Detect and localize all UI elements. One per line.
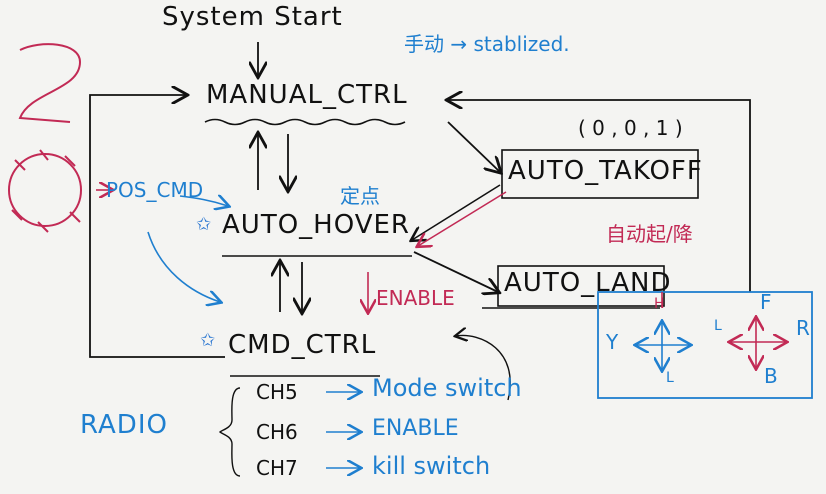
state-auto-takeoff: AUTO_TAKOFF xyxy=(508,156,703,186)
state-manual-ctrl: MANUAL_CTRL xyxy=(206,80,408,110)
stick-y-label: Y xyxy=(606,330,619,354)
auto-land-box xyxy=(497,265,665,307)
enable-edge-label: ENABLE xyxy=(376,286,455,310)
radio-ch6: CH6 xyxy=(256,420,298,444)
radio-ch6-action: ENABLE xyxy=(372,416,459,441)
stick-r-label: R xyxy=(796,316,810,340)
manual-note: 手动 → stablized. xyxy=(404,32,570,56)
radio-label: RADIO xyxy=(80,410,168,440)
state-auto-hover: AUTO_HOVER xyxy=(222,210,411,240)
radio-ch7: CH7 xyxy=(256,456,298,480)
cmd-star-icon: ✩ xyxy=(200,330,216,351)
hover-star-icon: ✩ xyxy=(196,214,212,235)
takeoff-coordinate: ( 0 , 0 , 1 ) xyxy=(578,116,683,140)
red-circle-doodle xyxy=(8,153,82,227)
auto-takeoff-box xyxy=(501,149,699,199)
radio-brace xyxy=(219,387,241,477)
state-cmd-ctrl: CMD_CTRL xyxy=(228,330,377,360)
manual-underline xyxy=(204,118,406,126)
red-figure-doodle xyxy=(18,43,82,123)
stick-b-label: B xyxy=(764,364,778,388)
system-start-title: System Start xyxy=(162,2,343,32)
stick-l-right-label: L xyxy=(714,318,722,334)
stick-f-label: F xyxy=(760,290,772,314)
auto-takeoff-land-note: 自动起/降 xyxy=(606,222,693,246)
stick-h-label: H xyxy=(654,296,665,312)
radio-ch5: CH5 xyxy=(256,380,298,404)
hover-note: 定点 xyxy=(340,184,380,208)
radio-ch5-action: Mode switch xyxy=(372,374,522,402)
stick-diagram-box xyxy=(597,291,813,399)
radio-ch7-action: kill switch xyxy=(372,452,491,480)
stick-l-left-label: L xyxy=(666,370,674,386)
pos-cmd-label: POS_CMD xyxy=(106,178,204,202)
state-auto-land: AUTO_LAND xyxy=(504,268,672,298)
